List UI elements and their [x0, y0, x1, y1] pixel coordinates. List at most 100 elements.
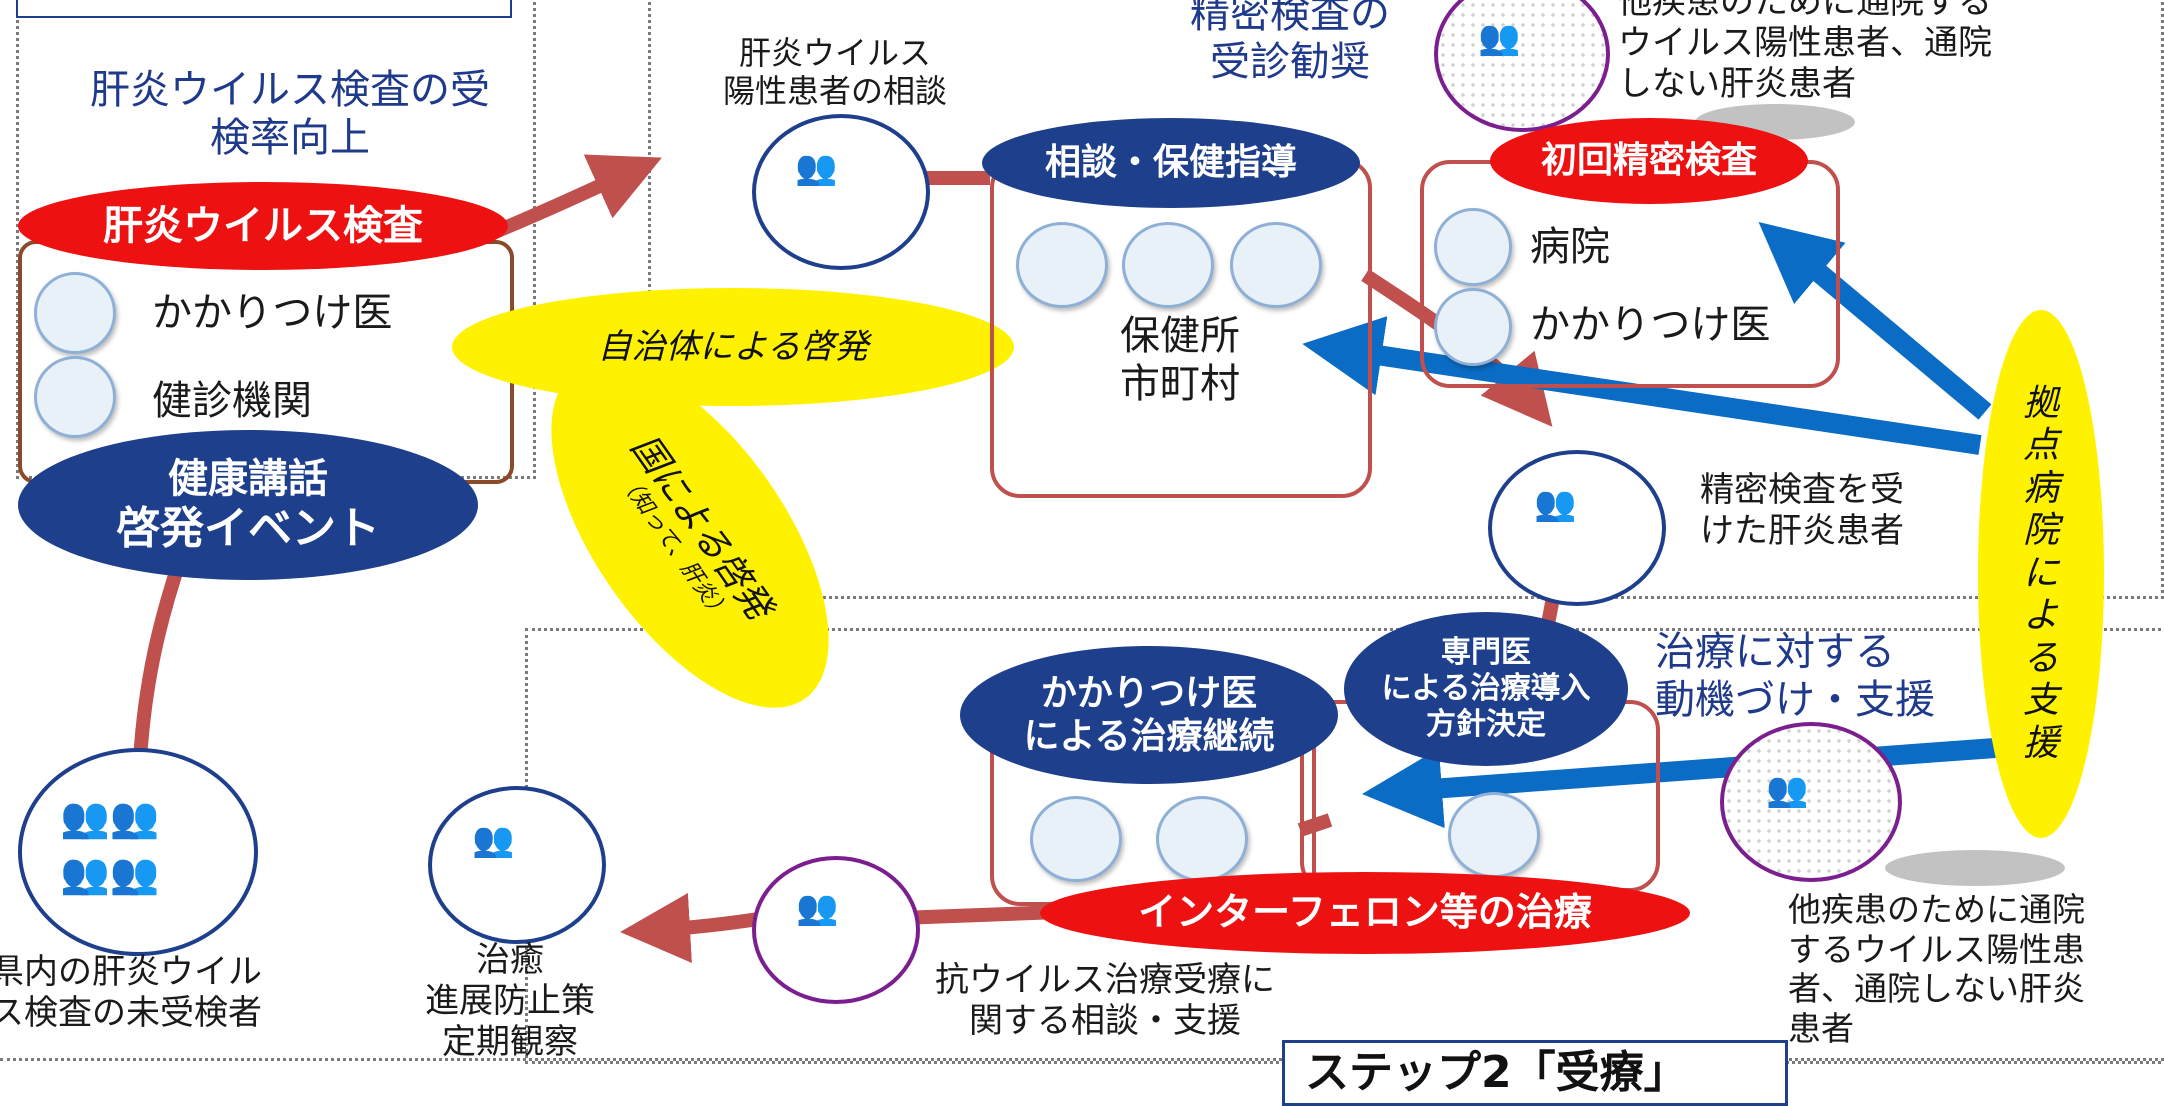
- circle-antiviral: [752, 856, 920, 1004]
- oval-shokai: 初回精密検査: [1490, 118, 1808, 204]
- other-bottom-line3: 者、通院しない肝炎: [1788, 969, 2085, 1009]
- circle-virus-consult: [752, 114, 930, 270]
- kyoten-char-9: 援: [2022, 722, 2059, 764]
- senmon-line3: 方針決定: [1426, 707, 1546, 742]
- kakari-line1: かかりつけ医: [1040, 672, 1258, 714]
- rate-up-line1: 肝炎ウイルス検査の受: [90, 67, 490, 113]
- kyoten-char-7: る: [2022, 637, 2059, 679]
- seimitsu-patients-text: 精密検査を受 けた肝炎患者: [1700, 470, 1940, 552]
- connector-event-unexamined: [133, 557, 187, 761]
- doctor-icon: [1156, 796, 1248, 882]
- virus-consult-text: 肝炎ウイルス 陽性患者の相談: [690, 34, 980, 111]
- oval-ifn: インターフェロン等の治療: [1040, 872, 1690, 954]
- hokenjo-line1: 保健所: [1120, 313, 1240, 359]
- other-top-line1: 他疾患のために通院する: [1618, 0, 1992, 22]
- kyoten-char-8: 支: [2022, 680, 2059, 722]
- seimitsu-top-line2: 受診勧奨: [1210, 39, 1370, 85]
- other-top-line3: しない肝炎患者: [1618, 63, 1856, 104]
- other-top-text: 他疾患のために通院する ウイルス陽性患者、通院 しない肝炎患者: [1618, 0, 2038, 104]
- people-icon-5: 👥: [796, 888, 839, 928]
- oval-kanen-kensa: 肝炎ウイルス検査: [18, 182, 508, 270]
- antiviral-line1: 抗ウイルス治療受療に: [935, 960, 1275, 1000]
- people-icon-2: 👥: [1478, 18, 1521, 58]
- hokenjo-line2: 市町村: [1120, 361, 1240, 407]
- oval-kyoten: 拠 点 病 院 に よ る 支 援: [1978, 310, 2104, 838]
- ifn-label: インターフェロン等の治療: [1138, 890, 1592, 935]
- cure-line1: 治癒: [476, 940, 544, 980]
- byoin-label: 病院: [1530, 224, 1610, 270]
- other-bottom-line4: 患者: [1788, 1008, 1854, 1048]
- people-icon-7: 👥👥👥👥: [60, 795, 160, 897]
- people-icon-6: 👥: [472, 820, 515, 860]
- circle-unexamined: [18, 748, 258, 956]
- cure-text: 治癒 進展防止策 定期観察: [400, 940, 620, 1062]
- jichitai-label: 自治体による啓発: [597, 326, 869, 367]
- oval-jichitai: 自治体による啓発: [452, 288, 1014, 406]
- kenko-line2: 啓発イベント: [116, 502, 380, 554]
- kyoten-char-3: 病: [2022, 467, 2059, 509]
- seimitsu-patients-line1: 精密検査を受: [1700, 470, 1904, 510]
- arrow-kyoten-to-kakari: [1362, 738, 1996, 829]
- circle-cure: [428, 786, 606, 944]
- oval-kakari-keizoku: かかりつけ医 による治療継続: [960, 646, 1338, 784]
- shadow-bottom: [1885, 850, 2065, 886]
- people-icon-1: 👥: [795, 148, 838, 188]
- office-icon-2: [1448, 792, 1540, 878]
- senmon-line1: 専門医: [1441, 635, 1531, 670]
- building-icon: [34, 356, 116, 438]
- cure-line3: 定期観察: [442, 1021, 578, 1062]
- circle-seimitsu-patients: [1488, 450, 1666, 606]
- seimitsu-top-line1: 精密検査の: [1190, 0, 1390, 37]
- senmon-line2: による治療導入: [1381, 671, 1591, 706]
- kenshin-label: 健診機関: [152, 378, 312, 424]
- unexamined-line1: 県内の肝炎ウイル: [0, 952, 262, 992]
- other-top-line2: ウイルス陽性患者、通院: [1618, 22, 1992, 63]
- kakari-line2: による治療継続: [1023, 716, 1275, 757]
- kakaritsuke2-label: かかりつけ医: [1530, 302, 1771, 348]
- staff-icon: [1230, 222, 1322, 308]
- kyoten-char-6: よ: [2022, 595, 2059, 637]
- nurse-icon: [1016, 222, 1108, 308]
- kyoten-char-1: 拠: [2022, 382, 2059, 424]
- antiviral-line2: 関する相談・支援: [969, 1000, 1241, 1041]
- oval-senmon: 専門医 による治療導入 方針決定: [1344, 612, 1628, 766]
- circle-other-bottom: [1720, 722, 1902, 882]
- people-icon-4: 👥: [1766, 770, 1809, 810]
- virus-consult-line1: 肝炎ウイルス: [738, 34, 931, 72]
- hospital-icon: [1434, 208, 1512, 286]
- kenko-line1: 健康講話: [168, 455, 328, 502]
- rate-up-line2: 検率向上: [210, 115, 370, 161]
- kyoten-char-4: 院: [2022, 510, 2059, 552]
- connector-ifn-antiviral: [899, 905, 1061, 925]
- seimitsu-top-text: 精密検査の 受診勧奨: [1170, 0, 1410, 86]
- motivation-line2: 動機づけ・支援: [1655, 677, 1935, 723]
- motivation-text: 治療に対する 動機づけ・支援: [1655, 628, 1975, 724]
- other-bottom-line2: するウイルス陽性患: [1788, 929, 2085, 969]
- soudan-label: 相談・保健指導: [1044, 142, 1297, 184]
- arrows-layer: [133, 104, 2065, 963]
- people-icon-3: 👥: [1534, 484, 1577, 524]
- clinic-icon-2: [1434, 288, 1512, 366]
- kyoten-char-2: 点: [2022, 425, 2059, 467]
- other-bottom-line1: 他疾患のために通院: [1788, 890, 2085, 929]
- arrow-kyoten-to-byoin: [1758, 222, 1992, 420]
- kanen-kensa-label: 肝炎ウイルス検査: [103, 203, 423, 249]
- arrow-antiviral-to-cure: [620, 893, 767, 963]
- cure-line2: 進展防止策: [425, 980, 595, 1021]
- frame-bottom-line: [0, 1058, 2164, 1061]
- motivation-line1: 治療に対する: [1655, 629, 1895, 675]
- antiviral-text: 抗ウイルス治療受療に 関する相談・支援: [905, 960, 1305, 1042]
- seimitsu-patients-line2: けた肝炎患者: [1700, 510, 1904, 551]
- oval-soudan: 相談・保健指導: [982, 118, 1360, 208]
- office-icon: [1122, 222, 1214, 308]
- unexamined-text: 県内の肝炎ウイル ス検査の未受検者: [0, 952, 290, 1034]
- clinic-icon-3: [1030, 796, 1122, 882]
- clinic-icon: [34, 272, 116, 354]
- unexamined-line2: ス検査の未受検者: [0, 992, 262, 1033]
- hokenjo-text: 保健所 市町村: [1060, 312, 1300, 408]
- shokai-label: 初回精密検査: [1540, 140, 1757, 182]
- kakaritsuke-label: かかりつけ医: [152, 290, 393, 336]
- other-bottom-text: 他疾患のために通院 するウイルス陽性患 者、通院しない肝炎 患者: [1788, 890, 2148, 1048]
- step-banner: ステップ2「受療」: [1282, 1040, 1788, 1106]
- oval-kenko-event: 健康講話 啓発イベント: [18, 430, 478, 580]
